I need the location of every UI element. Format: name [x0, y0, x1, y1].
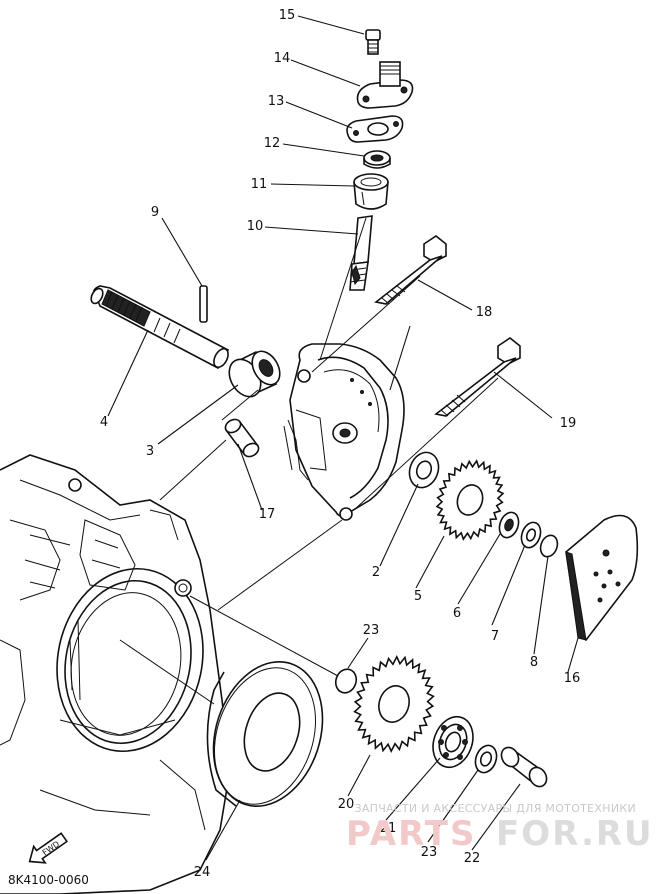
callout-3: 3 [146, 444, 154, 459]
alignment-lines [119, 217, 499, 705]
callout-18: 18 [476, 305, 493, 320]
callout-15: 15 [279, 8, 296, 23]
callout-22: 22 [464, 851, 481, 866]
part-22-collar [500, 746, 548, 788]
callout-23: 23 [363, 623, 380, 638]
callout-10: 10 [247, 219, 264, 234]
part-7-washer [520, 521, 542, 549]
part-16-plate [565, 514, 639, 642]
callout-16: 16 [564, 671, 581, 686]
fwd-arrow: FWD [28, 832, 69, 864]
part-23-washer-upper [334, 668, 358, 694]
part-9-pin [199, 285, 208, 323]
crankcase-drawing [0, 454, 231, 894]
part-18-bolt [374, 235, 447, 305]
callout-14: 14 [274, 51, 291, 66]
watermark-brand-right: FOR.RU [496, 814, 654, 854]
callout-12: 12 [264, 136, 281, 151]
watermark: ЗАПЧАСТИ И АКСЕССУАРЫ ДЛЯ МОТОТЕХНИКИ PA… [346, 802, 654, 854]
callout-9: 9 [151, 205, 159, 220]
part-20-gear [353, 655, 435, 753]
part-6-washer [498, 511, 520, 539]
callout-4: 4 [100, 415, 108, 430]
callout-7: 7 [491, 629, 499, 644]
callout-21: 21 [380, 821, 397, 836]
part-24-gasket [206, 661, 324, 807]
callout-17: 17 [259, 507, 276, 522]
callout-24: 24 [194, 865, 211, 880]
callout-6: 6 [453, 606, 461, 621]
callout-23: 23 [421, 845, 438, 860]
callout-11: 11 [251, 177, 268, 192]
watermark-tagline: ЗАПЧАСТИ И АКСЕССУАРЫ ДЛЯ МОТОТЕХНИКИ [354, 802, 636, 815]
part-14-housing [356, 61, 414, 109]
part-23-washer-lower [474, 744, 498, 774]
part-12-seal [363, 150, 391, 169]
watermark-brand-left: PARTS [346, 814, 476, 854]
part-1-cover [283, 343, 405, 521]
callout-numbers: 15 14 13 12 11 10 9 18 19 4 3 17 2 5 6 7 8 16 23 20 21 23 22 24 [100, 8, 580, 880]
part-2-washer [408, 451, 440, 489]
callout-8: 8 [530, 655, 538, 670]
part-4-worm-shaft [90, 285, 230, 370]
callout-20: 20 [338, 797, 355, 812]
part-19-bolt [434, 337, 521, 417]
part-15-bolt [365, 29, 381, 55]
part-5-gear [435, 459, 505, 541]
diagram-code: 8K4100-0060 [8, 873, 89, 887]
part-8-clip [539, 534, 559, 558]
part-17-dowel [224, 418, 260, 458]
callout-19: 19 [560, 416, 577, 431]
gear-hub [456, 484, 484, 516]
callout-5: 5 [414, 589, 422, 604]
callout-13: 13 [268, 94, 285, 109]
leader-lines [107, 15, 579, 861]
part-11-bushing [353, 173, 389, 210]
callout-2: 2 [372, 565, 380, 580]
part-13-gasket [346, 115, 404, 143]
part-10-driven-gear-shaft [349, 215, 373, 291]
gear-hub [378, 685, 410, 723]
part-21-bearing [432, 715, 474, 769]
part-3-collar [228, 350, 281, 398]
